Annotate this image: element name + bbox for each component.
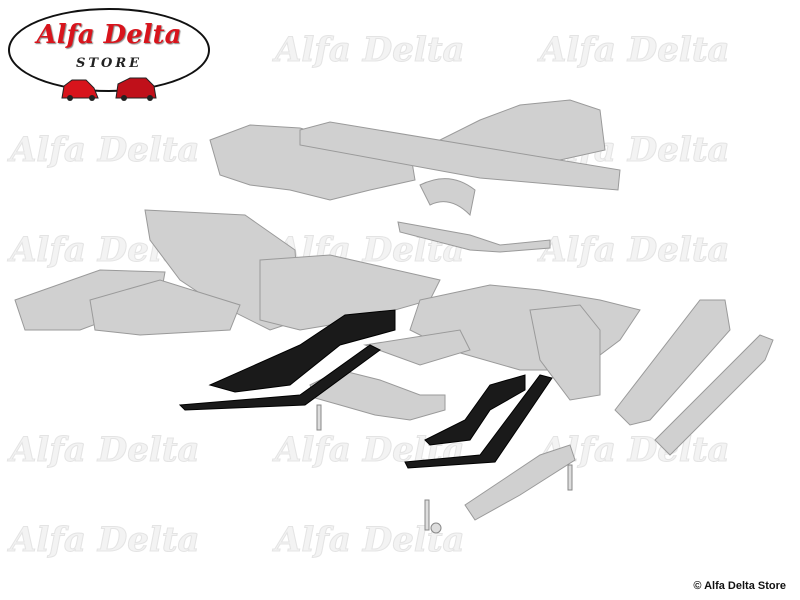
front-rail-left-part[interactable] — [89, 279, 241, 336]
cars-icon — [61, 77, 157, 101]
front-sill-strip-highlighted[interactable] — [178, 344, 381, 411]
arch-bracket-part[interactable] — [419, 178, 476, 217]
bolt-icon — [316, 404, 322, 431]
rear-seat-panel-part[interactable] — [529, 304, 601, 401]
center-crossmember-part[interactable] — [309, 369, 446, 421]
tunnel-brace-part[interactable] — [397, 221, 551, 253]
support-plate-part[interactable] — [363, 329, 471, 366]
alfa-delta-store-logo[interactable]: Alfa Delta STORE — [8, 8, 210, 101]
front-floor-section-highlighted[interactable] — [208, 309, 396, 393]
bolt-icon — [424, 499, 430, 531]
rear-sill-strip-highlighted[interactable] — [404, 374, 553, 469]
logo-title: Alfa Delta — [36, 20, 182, 50]
side-sill-inner-part[interactable] — [614, 299, 731, 426]
washer-icon — [430, 522, 442, 534]
rear-floor-section-highlighted[interactable] — [424, 374, 526, 446]
rear-crossmember-part[interactable] — [299, 121, 621, 191]
side-sill-outer-part[interactable] — [654, 334, 774, 456]
logo-oval — [8, 8, 210, 92]
bolt-group — [316, 404, 573, 534]
logo-subtitle: STORE — [75, 56, 143, 71]
bolt-icon — [567, 464, 573, 491]
copyright-notice: © Alfa Delta Store — [693, 580, 786, 592]
tunnel-cover-part[interactable] — [464, 444, 576, 521]
